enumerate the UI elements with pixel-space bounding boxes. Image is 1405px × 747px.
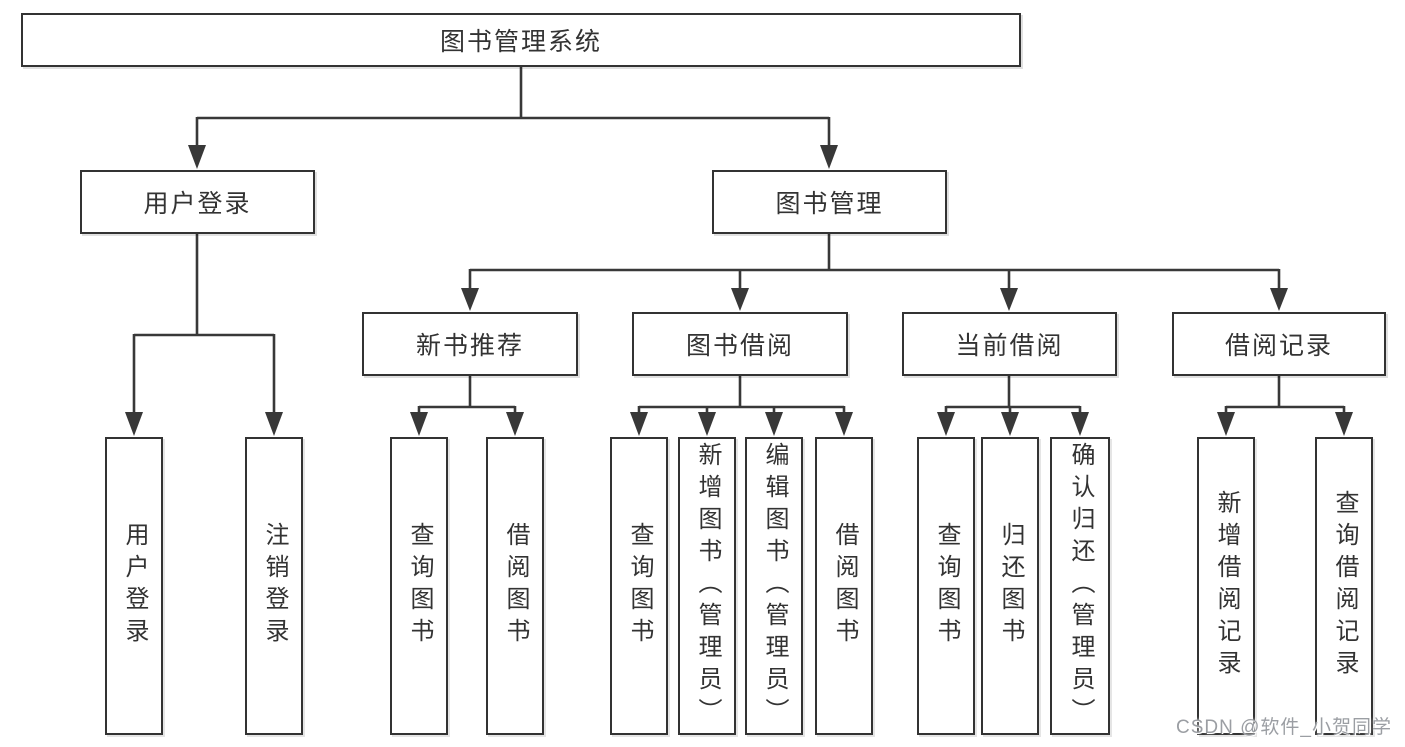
node-book-management: 图书管理 bbox=[712, 170, 947, 234]
leaf-return-book: 归还图书 bbox=[981, 437, 1039, 735]
node-user-login: 用户登录 bbox=[80, 170, 315, 234]
node-borrow-records: 借阅记录 bbox=[1172, 312, 1386, 376]
arrowheads bbox=[125, 145, 1353, 436]
leaf-query-books-current: 查询图书 bbox=[917, 437, 975, 735]
node-library-management-system: 图书管理系统 bbox=[21, 13, 1021, 67]
leaf-query-borrow-record: 查询借阅记录 bbox=[1315, 437, 1373, 735]
node-book-borrow: 图书借阅 bbox=[632, 312, 848, 376]
leaf-edit-book-admin: 编辑图书（管理员） bbox=[745, 437, 803, 735]
leaf-borrow-books: 借阅图书 bbox=[815, 437, 873, 735]
leaf-query-books-borrow: 查询图书 bbox=[610, 437, 668, 735]
csdn-watermark: CSDN @软件_小贺同学 bbox=[1176, 717, 1392, 738]
leaf-query-books-recommend: 查询图书 bbox=[390, 437, 448, 735]
leaf-user-login: 用户登录 bbox=[105, 437, 163, 735]
leaf-logout: 注销登录 bbox=[245, 437, 303, 735]
leaf-add-book-admin: 新增图书（管理员） bbox=[678, 437, 736, 735]
leaf-confirm-return-admin: 确认归还（管理员） bbox=[1050, 437, 1110, 735]
leaf-add-borrow-record: 新增借阅记录 bbox=[1197, 437, 1255, 735]
node-new-book-recommend: 新书推荐 bbox=[362, 312, 578, 376]
node-current-borrow: 当前借阅 bbox=[902, 312, 1117, 376]
leaf-borrow-books-recommend: 借阅图书 bbox=[486, 437, 544, 735]
